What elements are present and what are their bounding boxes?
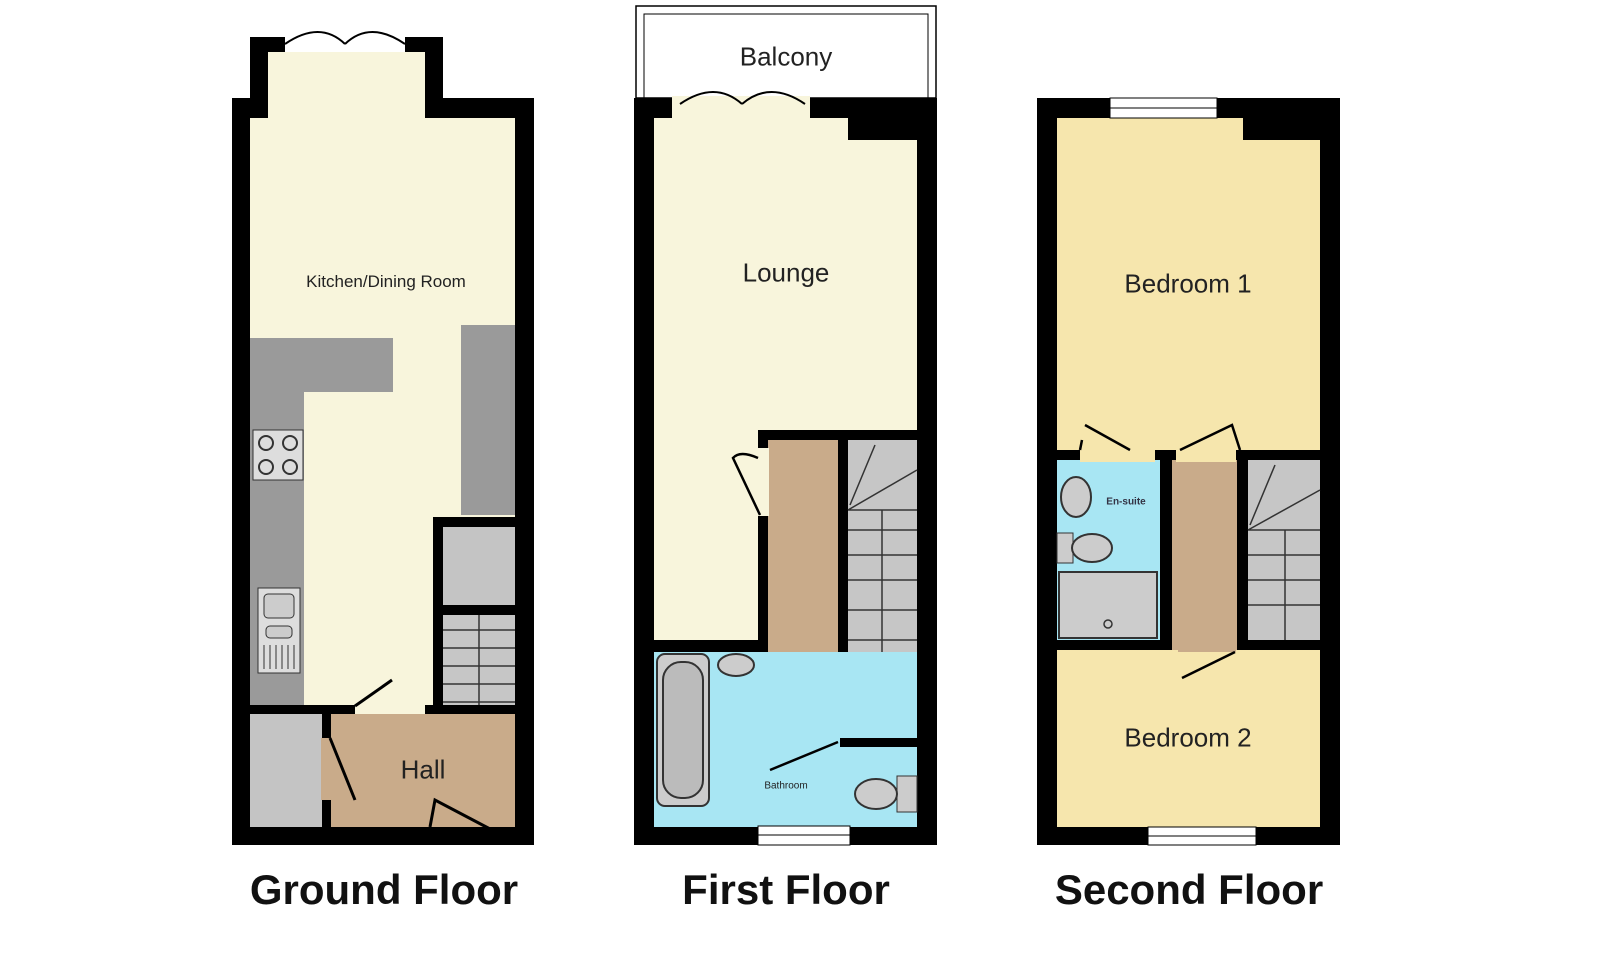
french-door [284,31,406,45]
kitchen-bay [268,52,425,122]
cupboard [443,527,515,605]
room-label: Kitchen/Dining Room [306,272,466,291]
floor-title-ground: Ground Floor [249,866,519,913]
room-label: Lounge [742,257,830,288]
floor-title-first: First Floor [682,866,890,913]
floor-title-second: Second Floor [1054,866,1324,913]
kitchen-units-right [461,325,515,515]
bath-icon [656,653,710,807]
hob-icon [252,429,304,481]
bedroom-2 [1057,650,1320,827]
second-floor-plan [1037,97,1340,846]
first-floor-plan [634,5,937,846]
room-label: Hall [400,754,446,785]
hall-cupboard [250,714,322,827]
sink-icon [257,587,301,674]
basin-icon [1060,476,1092,518]
room-label: Balcony [739,41,833,72]
room-label: Bedroom 1 [1124,268,1252,299]
shower-icon [1058,571,1158,639]
room-label: Bathroom [764,780,808,792]
staircase-icon [1237,460,1321,640]
room-label: En-suite [1106,496,1146,508]
lounge [654,118,917,640]
landing [1172,460,1237,650]
basin-icon [717,653,755,677]
balcony [635,5,937,99]
ground-floor-plan [232,31,534,845]
staircase-icon [443,615,515,715]
room-label: Bedroom 2 [1124,722,1252,753]
toilet-icon [1056,532,1113,564]
door-swing [328,678,493,832]
toilet-icon [854,775,918,813]
bedroom-1 [1057,118,1320,450]
